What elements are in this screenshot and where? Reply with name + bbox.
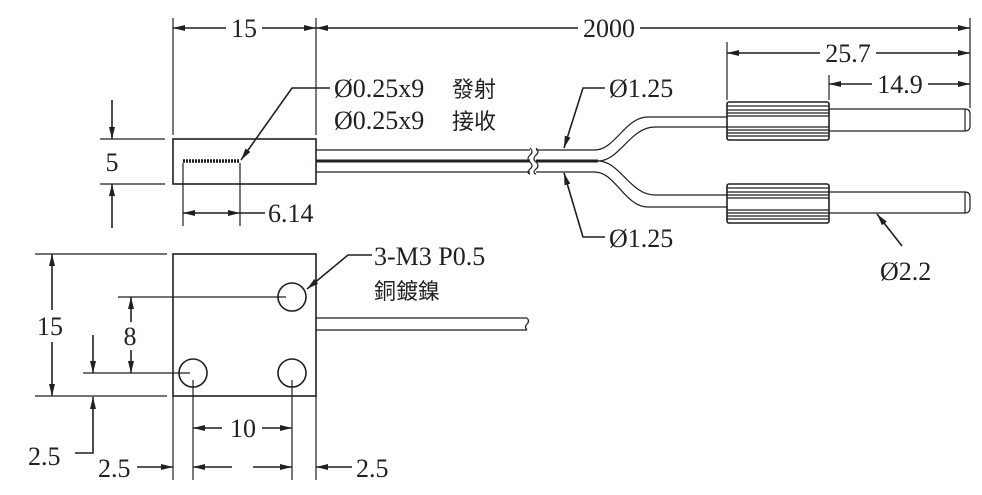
label-cable-dia-lower: Ø1.25	[609, 224, 673, 253]
leader-line	[876, 213, 903, 247]
leader-line	[563, 172, 605, 238]
dim-body-height: 5	[106, 148, 119, 177]
connector-lower	[726, 183, 971, 224]
label-thread-spec: 3-M3 P0.5	[374, 242, 485, 271]
label-fiber-receive: Ø0.25x9	[334, 106, 424, 135]
leader-line	[240, 87, 330, 161]
leader-line	[563, 87, 605, 149]
dim-height: 15	[37, 312, 63, 341]
dim-connector-length: 25.7	[825, 39, 871, 68]
connector-upper	[726, 101, 971, 141]
label-thread-material: 銅鍍鎳	[374, 280, 440, 305]
dimension-line	[75, 397, 96, 454]
label-fiber-receive-cn: 接收	[452, 110, 496, 135]
dim-bottom-offset: 2.5	[28, 442, 61, 471]
sensor-body-side	[172, 253, 317, 397]
cable-side	[316, 317, 530, 331]
label-fiber-emit: Ø0.25x9	[334, 74, 424, 103]
leader-line	[306, 254, 372, 290]
dim-right-offset: 2.5	[356, 454, 389, 483]
label-fiber-emit-cn: 發射	[452, 78, 496, 103]
label-probe-dia: Ø2.2	[880, 257, 931, 286]
dim-fiber-inset: 6.14	[268, 199, 314, 228]
dim-body-width: 15	[231, 14, 257, 43]
dim-probe-length: 14.9	[877, 70, 923, 99]
dim-hole-pitch-vertical: 8	[124, 322, 137, 351]
dim-left-offset: 2.5	[98, 454, 131, 483]
side-view: 15 8 2.5 10 2.5 2.5 3-M3 P0.5 銅鍍鎳	[28, 242, 530, 483]
top-view: 15 2000 5 6.14 Ø0.25x9 發射 Ø0.25x9 接收	[100, 14, 971, 286]
sensor-body-top	[172, 138, 317, 185]
dim-cable-length: 2000	[583, 14, 635, 43]
cable-top	[316, 116, 727, 208]
dim-hole-pitch-horizontal: 10	[230, 414, 256, 443]
label-cable-dia-upper: Ø1.25	[609, 74, 673, 103]
